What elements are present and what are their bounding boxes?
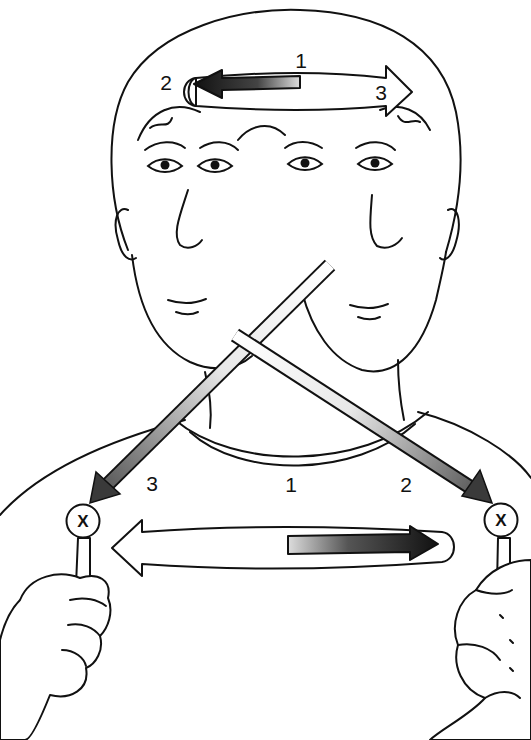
head-outline [398,116,420,122]
crossing-arrows [235,335,476,491]
face-features [285,142,322,148]
hands [0,538,531,740]
hands [62,650,86,666]
face-features [350,304,388,308]
hand-target-circle: X [65,503,101,539]
face-features [358,317,380,319]
hands [458,644,500,660]
face-features [168,299,206,303]
head-outline [116,209,136,259]
face-features [200,142,238,150]
face-features [358,157,392,170]
crossing-arrows [90,265,492,503]
circle-outline [67,505,100,538]
hand-rotation-arrow [288,526,438,560]
hand-rotation-arrow [112,520,454,576]
hands [70,598,106,606]
head-outline [238,126,285,140]
hand-rotation-arrow [112,520,454,576]
head-outline [138,107,200,140]
face-features [288,157,322,170]
head-rotation-arrow [184,66,412,116]
hands [0,574,110,740]
pupils [371,159,380,168]
face-features [177,190,202,248]
pupils [161,159,380,170]
head-rotation-arrow [184,66,412,116]
hands [430,560,531,740]
pupils [161,161,170,170]
node-text: X [77,513,88,530]
face-features [370,195,402,248]
callout-number: 1 [295,50,307,71]
crossing-arrows [235,335,476,491]
callout-number: 1 [285,474,297,495]
head-rotation-arrow [189,78,197,106]
callout-number: 3 [146,473,158,494]
callout-number: 3 [375,82,387,103]
face-features [356,142,395,150]
head-outline [150,118,172,128]
callout-number: 2 [160,72,172,93]
head-rotation-arrow [194,70,300,98]
node-text: X [495,512,506,529]
face-features [198,159,232,172]
body-outline [398,360,404,420]
head-outline [111,10,460,252]
head-outline [440,209,459,259]
hands [68,624,100,636]
hands [485,692,520,698]
hand-target-circle: X [483,502,519,538]
callout-number: 2 [400,474,412,495]
pupils [211,161,220,170]
face-features [145,142,402,319]
crossing-arrows [90,472,120,503]
circle-outline [485,504,518,537]
hands [500,615,513,671]
pupils [301,159,310,168]
face-features [148,159,182,172]
face-features [176,312,198,314]
hands [476,590,512,594]
crossing-arrows [462,470,492,503]
body-outline [0,360,531,515]
face-features [145,142,185,150]
